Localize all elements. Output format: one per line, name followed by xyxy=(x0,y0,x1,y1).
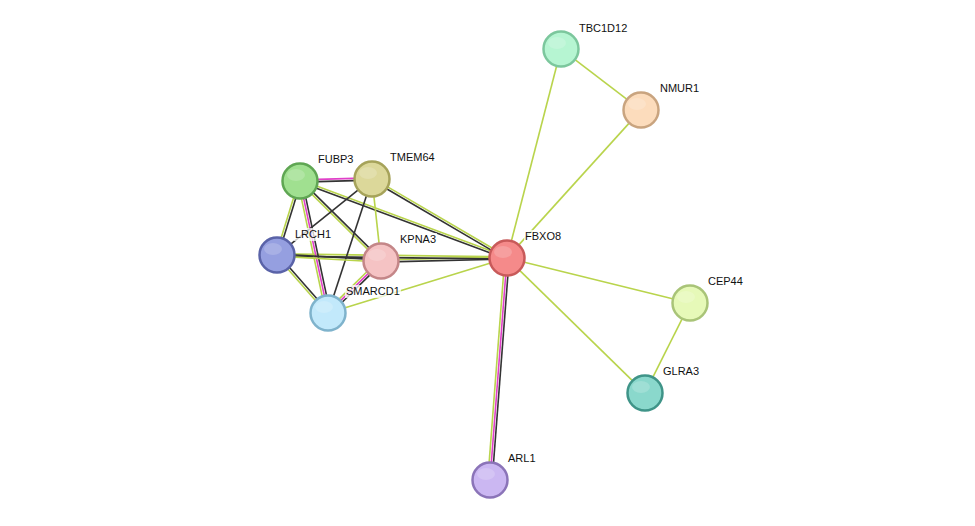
node-label: CEP44 xyxy=(707,275,744,288)
evidence-line xyxy=(304,199,325,296)
evidence-line xyxy=(387,189,491,250)
node-label: FBXO8 xyxy=(524,230,562,243)
protein-node: TBC1D12 xyxy=(542,30,580,68)
protein-node: NMUR1 xyxy=(622,91,660,129)
interaction-edge xyxy=(520,271,632,381)
node-disc xyxy=(624,93,659,128)
protein-node: ARL1 xyxy=(471,461,509,499)
protein-node: FBXO8 xyxy=(488,239,526,277)
node-circle xyxy=(353,160,391,198)
node-highlight xyxy=(368,249,386,261)
evidence-line xyxy=(491,276,505,462)
node-highlight xyxy=(632,381,650,393)
interaction-edge xyxy=(512,66,557,240)
node-disc xyxy=(355,162,390,197)
node-circle xyxy=(362,242,400,280)
node-circle xyxy=(622,91,660,129)
evidence-line xyxy=(290,268,317,299)
protein-node: CEP44 xyxy=(671,284,709,322)
node-label: SMARCD1 xyxy=(345,285,401,298)
node-disc xyxy=(473,463,508,498)
interaction-edge xyxy=(489,276,508,462)
interaction-edge xyxy=(302,198,327,296)
node-highlight xyxy=(494,246,512,258)
evidence-line xyxy=(524,262,672,298)
node-circle xyxy=(542,30,580,68)
protein-node: SMARCD1 xyxy=(309,294,347,332)
evidence-line xyxy=(388,187,492,248)
node-label: TBC1D12 xyxy=(578,22,628,35)
evidence-line xyxy=(512,66,557,240)
node-highlight xyxy=(264,243,282,255)
interaction-edge xyxy=(374,197,379,243)
interaction-edge xyxy=(575,60,626,99)
node-label: TMEM64 xyxy=(389,151,436,164)
evidence-line xyxy=(306,198,327,295)
evidence-line xyxy=(318,181,354,182)
node-disc xyxy=(311,296,346,331)
evidence-line xyxy=(374,197,379,243)
node-highlight xyxy=(628,98,646,110)
node-label: NMUR1 xyxy=(659,82,700,95)
evidence-line xyxy=(519,123,629,244)
evidence-line xyxy=(318,178,354,179)
node-circle xyxy=(488,239,526,277)
protein-node: FUBP3 xyxy=(281,162,319,200)
node-label: LRCH1 xyxy=(294,228,332,241)
interaction-edge xyxy=(387,187,492,250)
interaction-edge xyxy=(519,123,629,244)
node-label: FUBP3 xyxy=(317,153,354,166)
protein-node: LRCH1 xyxy=(258,236,296,274)
node-disc xyxy=(490,241,525,276)
evidence-line xyxy=(288,269,315,300)
node-circle xyxy=(309,294,347,332)
protein-node: GLRA3 xyxy=(626,374,664,412)
evidence-line xyxy=(295,257,363,261)
node-highlight xyxy=(359,167,377,179)
node-label: GLRA3 xyxy=(662,365,700,378)
protein-node: KPNA3 xyxy=(362,242,400,280)
evidence-line xyxy=(575,60,626,99)
evidence-line xyxy=(520,271,632,381)
node-label: KPNA3 xyxy=(399,233,437,246)
interaction-edge xyxy=(295,255,363,261)
interaction-edge xyxy=(524,262,672,298)
evidence-line xyxy=(489,276,503,462)
protein-node: TMEM64 xyxy=(353,160,391,198)
node-disc xyxy=(260,238,295,273)
node-circle xyxy=(281,162,319,200)
node-label: ARL1 xyxy=(507,452,537,465)
node-highlight xyxy=(315,301,333,313)
interaction-edge xyxy=(288,268,317,300)
evidence-line xyxy=(302,199,323,296)
node-disc xyxy=(628,376,663,411)
node-highlight xyxy=(477,468,495,480)
node-circle xyxy=(258,236,296,274)
evidence-line xyxy=(281,198,293,238)
node-disc xyxy=(283,164,318,199)
node-highlight xyxy=(287,169,305,181)
node-disc xyxy=(544,32,579,67)
interaction-edge xyxy=(318,178,354,181)
node-highlight xyxy=(677,291,695,303)
node-circle xyxy=(626,374,664,412)
node-highlight xyxy=(548,37,566,49)
node-circle xyxy=(471,461,509,499)
node-disc xyxy=(364,244,399,279)
node-disc xyxy=(673,286,708,321)
node-circle xyxy=(671,284,709,322)
